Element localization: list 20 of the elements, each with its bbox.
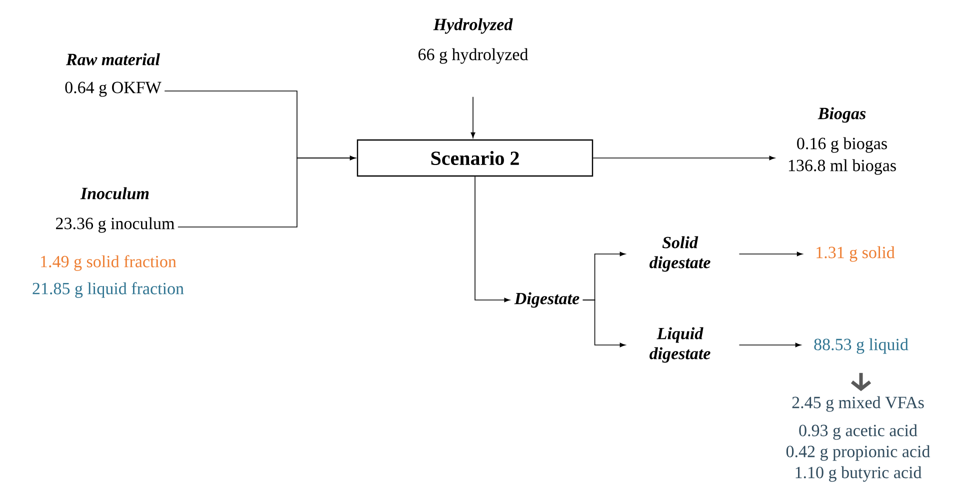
arrow bbox=[474, 176, 510, 302]
stream-label: Solid digestate bbox=[650, 236, 710, 272]
material-label: Hydrolyzed 66 g hydrolyzed bbox=[418, 18, 528, 64]
fraction-label: 21.85 g liquid fraction bbox=[32, 282, 184, 298]
product-label: Biogas 0.16 g biogas 136.8 ml biogas bbox=[788, 107, 896, 175]
product-label: 1.31 g solid bbox=[816, 246, 895, 262]
arrow bbox=[738, 342, 802, 348]
arrow bbox=[582, 300, 626, 348]
arrow bbox=[178, 156, 356, 228]
arrow bbox=[738, 252, 803, 256]
material-label: Raw material 0.64 g OKFW bbox=[65, 53, 162, 97]
stream-label: Liquid digestate bbox=[650, 327, 710, 363]
product-label: 88.53 g liquid bbox=[814, 338, 908, 354]
material-label: Inoculum 23.36 g inoculum bbox=[56, 187, 174, 233]
product-label: 2.45 g mixed VFAs 0.93 g acetic acid 0.42 g propionic acid 1.10 g butyric acid bbox=[786, 396, 930, 482]
fraction-label: 1.49 g solid fraction bbox=[41, 255, 176, 271]
arrow bbox=[592, 156, 775, 160]
process-box: Scenario 2 bbox=[356, 139, 594, 177]
stream-label: Digestate bbox=[514, 292, 580, 308]
arrow bbox=[470, 96, 476, 138]
